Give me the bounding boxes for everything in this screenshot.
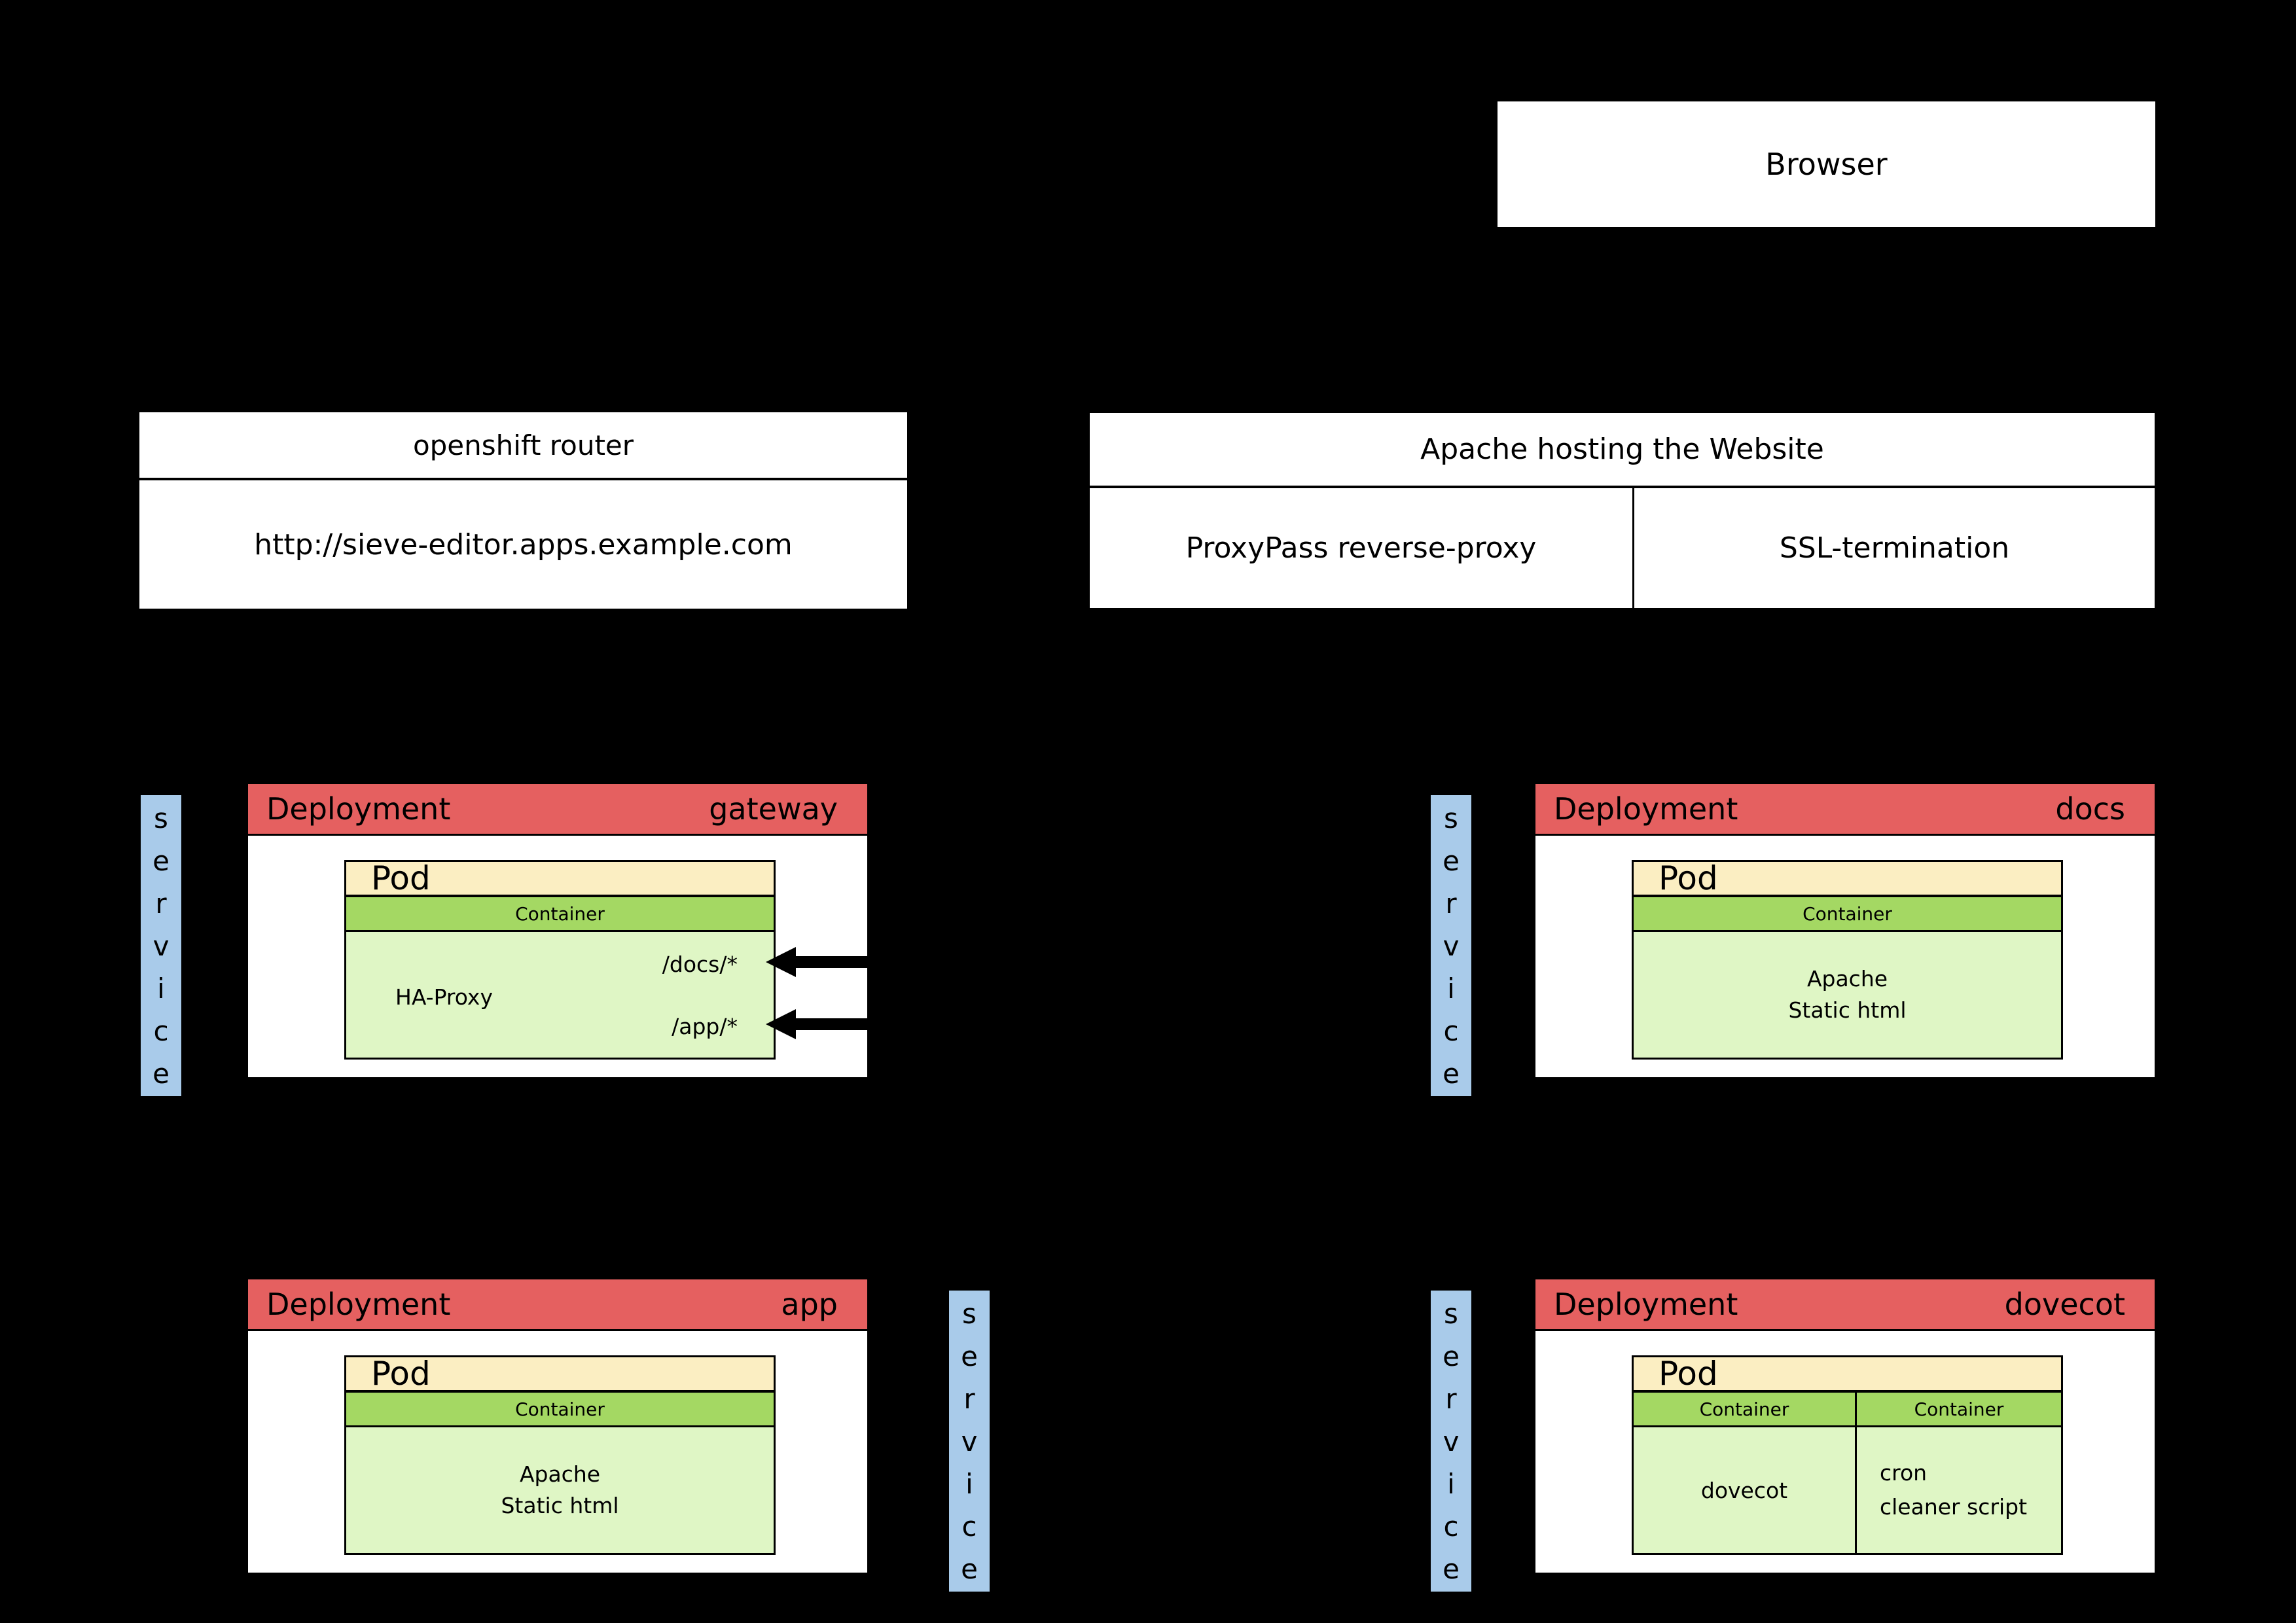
deployment-dovecot-header: Deployment dovecot [1535, 1279, 2155, 1331]
arrowhead-icon [766, 1009, 796, 1039]
arrowhead-icon [766, 947, 796, 977]
deployment-kind-label: Deployment [266, 1287, 451, 1322]
pod-body: Apache Static html [346, 1427, 774, 1553]
deployment-app: Deployment app Pod Container Apache Stat… [246, 1277, 869, 1575]
container-app-label: Apache Static html [346, 1427, 774, 1553]
deployment-name-label: docs [2055, 791, 2125, 827]
pod-title: Pod [1634, 859, 2061, 897]
dovecot-label: dovecot [1700, 1477, 1788, 1503]
container-cron: Container cron cleaner script [1857, 1393, 2061, 1553]
deployment-dovecot: Deployment dovecot Pod Container dovecot… [1534, 1277, 2157, 1575]
ssl-termination-cell: SSL-termination [1779, 531, 2010, 565]
pod-title: Pod [346, 859, 774, 897]
pod-docs: Pod Container Apache Static html [1632, 859, 2063, 1060]
pod-dovecot: Pod Container dovecot Container cron cle… [1632, 1355, 2063, 1555]
deployment-name-label: gateway [709, 791, 838, 827]
arrow-shaft [795, 956, 869, 968]
container-bar: Container [346, 897, 774, 932]
pod-title: Pod [1634, 1355, 2061, 1393]
deployment-name-label: app [781, 1287, 838, 1322]
left-arrow-icon-app [766, 1009, 869, 1039]
apache-host-title: Apache hosting the Website [1090, 413, 2155, 488]
arrow-shaft [795, 1018, 869, 1030]
deployment-kind-label: Deployment [1554, 791, 1738, 827]
pod-app: Pod Container Apache Static html [344, 1355, 776, 1555]
cron-line1: cron [1880, 1460, 1928, 1486]
haproxy-label: HA-Proxy [395, 984, 493, 1010]
deployment-docs: Deployment docs Pod Container Apache Sta… [1534, 782, 2157, 1079]
openshift-router-box: openshift router http://sieve-editor.app… [137, 410, 909, 611]
app-line2: Static html [1788, 997, 1907, 1023]
app-line2: Static html [501, 1493, 619, 1518]
pod-body: HA-Proxy /docs/* /app/* [346, 932, 774, 1058]
deployment-kind-label: Deployment [1554, 1287, 1738, 1322]
deployment-gateway-header: Deployment gateway [248, 784, 867, 836]
service-bar-app: s e r v i c e [949, 1291, 990, 1592]
container-bar: Container [1634, 897, 2061, 932]
deployment-app-header: Deployment app [248, 1279, 867, 1331]
container-body: cron cleaner script [1857, 1427, 2061, 1553]
pod-containers-row: Container dovecot Container cron cleaner… [1634, 1393, 2061, 1553]
app-line1: Apache [519, 1461, 601, 1487]
pod-body: Apache Static html [1634, 932, 2061, 1058]
apache-host-cells: ProxyPass reverse-proxy SSL-termination [1090, 488, 2155, 608]
browser-box: Browser [1496, 99, 2157, 229]
left-arrow-icon-docs [766, 947, 869, 977]
container-bar: Container [1634, 1393, 1855, 1427]
service-bar-dovecot: s e r v i c e [1431, 1291, 1471, 1592]
service-bar-gateway: s e r v i c e [141, 795, 181, 1096]
browser-label: Browser [1765, 147, 1888, 182]
router-url: http://sieve-editor.apps.example.com [254, 527, 793, 562]
container-dovecot: Container dovecot [1634, 1393, 1857, 1553]
container-app-label: Apache Static html [1634, 932, 2061, 1058]
deployment-gateway: Deployment gateway Pod Container HA-Prox… [246, 782, 869, 1079]
service-bar-docs: s e r v i c e [1431, 795, 1471, 1096]
cron-line2: cleaner script [1880, 1494, 2028, 1520]
router-title: openshift router [139, 412, 907, 480]
pod-title: Pod [346, 1355, 774, 1393]
route-docs-label: /docs/* [662, 952, 738, 977]
deployment-name-label: dovecot [2004, 1287, 2125, 1322]
apache-host-box: Apache hosting the Website ProxyPass rev… [1088, 411, 2157, 610]
pod-gateway: Pod Container HA-Proxy /docs/* /app/* [344, 859, 776, 1060]
proxypass-cell: ProxyPass reverse-proxy [1090, 488, 1634, 608]
app-line1: Apache [1806, 966, 1888, 991]
container-bar: Container [346, 1393, 774, 1427]
deployment-kind-label: Deployment [266, 791, 451, 827]
cron-label: cron cleaner script [1880, 1456, 2027, 1524]
container-bar: Container [1857, 1393, 2061, 1427]
route-app-label: /app/* [672, 1014, 738, 1039]
deployment-docs-header: Deployment docs [1535, 784, 2155, 836]
container-body: dovecot [1634, 1427, 1855, 1553]
